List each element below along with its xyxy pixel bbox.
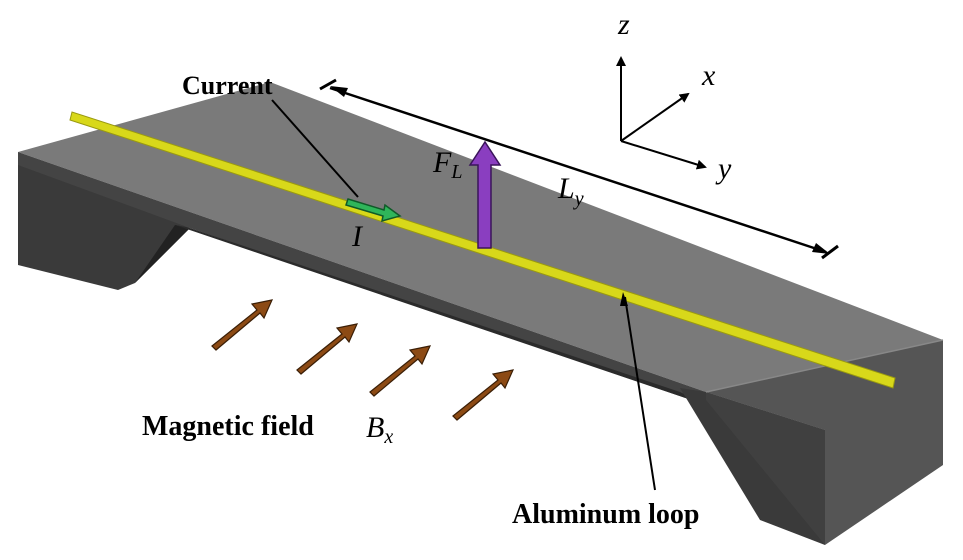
- axis-z-label: z: [617, 8, 630, 41]
- left-support-front: [18, 152, 190, 290]
- aluminum-pointer-line: [624, 296, 656, 491]
- length-label: Ly: [557, 172, 584, 210]
- beam-front-face: [18, 152, 706, 405]
- right-support-front-block: [706, 392, 825, 545]
- beam-underside: [175, 225, 706, 405]
- force-subscript: L: [450, 161, 462, 183]
- svg-text:Ly: Ly: [557, 172, 584, 210]
- purple-up-arrow-icon: [468, 140, 502, 249]
- current-pointer-line: [271, 99, 359, 198]
- aluminum-loop-label: Aluminum loop: [512, 499, 700, 530]
- field-symbol: B: [366, 411, 384, 444]
- right-support-side: [706, 340, 943, 545]
- svg-text:FL: FL: [432, 146, 462, 183]
- force-symbol: F: [432, 146, 452, 179]
- green-arrow-icon: [345, 198, 402, 223]
- left-support-underside: [135, 225, 190, 283]
- aluminum-pointer-head: [620, 292, 628, 306]
- svg-text:Bx: Bx: [366, 411, 393, 448]
- axis-y-label: y: [715, 152, 732, 185]
- coordinate-axes: z x y: [616, 8, 732, 185]
- length-subscript: y: [573, 188, 584, 210]
- brown-arrow-icon: [452, 369, 515, 421]
- force-label: FL: [432, 146, 462, 183]
- brown-arrow-icon: [369, 345, 432, 397]
- field-symbol-label: Bx: [366, 411, 393, 448]
- brown-arrow-icon: [296, 323, 359, 375]
- brown-arrow-icon: [211, 299, 274, 351]
- current-label: Current: [182, 71, 273, 100]
- aluminum-strip: [69, 111, 896, 389]
- field-subscript: x: [383, 426, 393, 448]
- current-symbol: I: [351, 220, 364, 253]
- length-dimension: [319, 78, 839, 260]
- magnetic-field-arrows: [211, 299, 515, 421]
- axis-x-label: x: [701, 59, 716, 92]
- length-symbol: L: [557, 172, 575, 205]
- magnetic-field-label: Magnetic field: [142, 411, 314, 442]
